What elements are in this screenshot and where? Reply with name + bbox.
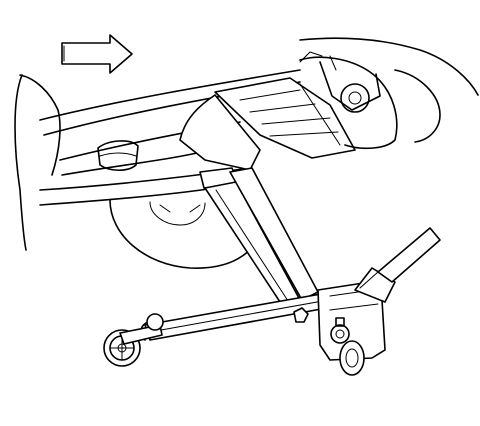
floor-jack-icon [103,167,441,376]
vehicle-underbody-icon [14,37,479,269]
arrow-right-icon [61,34,133,74]
